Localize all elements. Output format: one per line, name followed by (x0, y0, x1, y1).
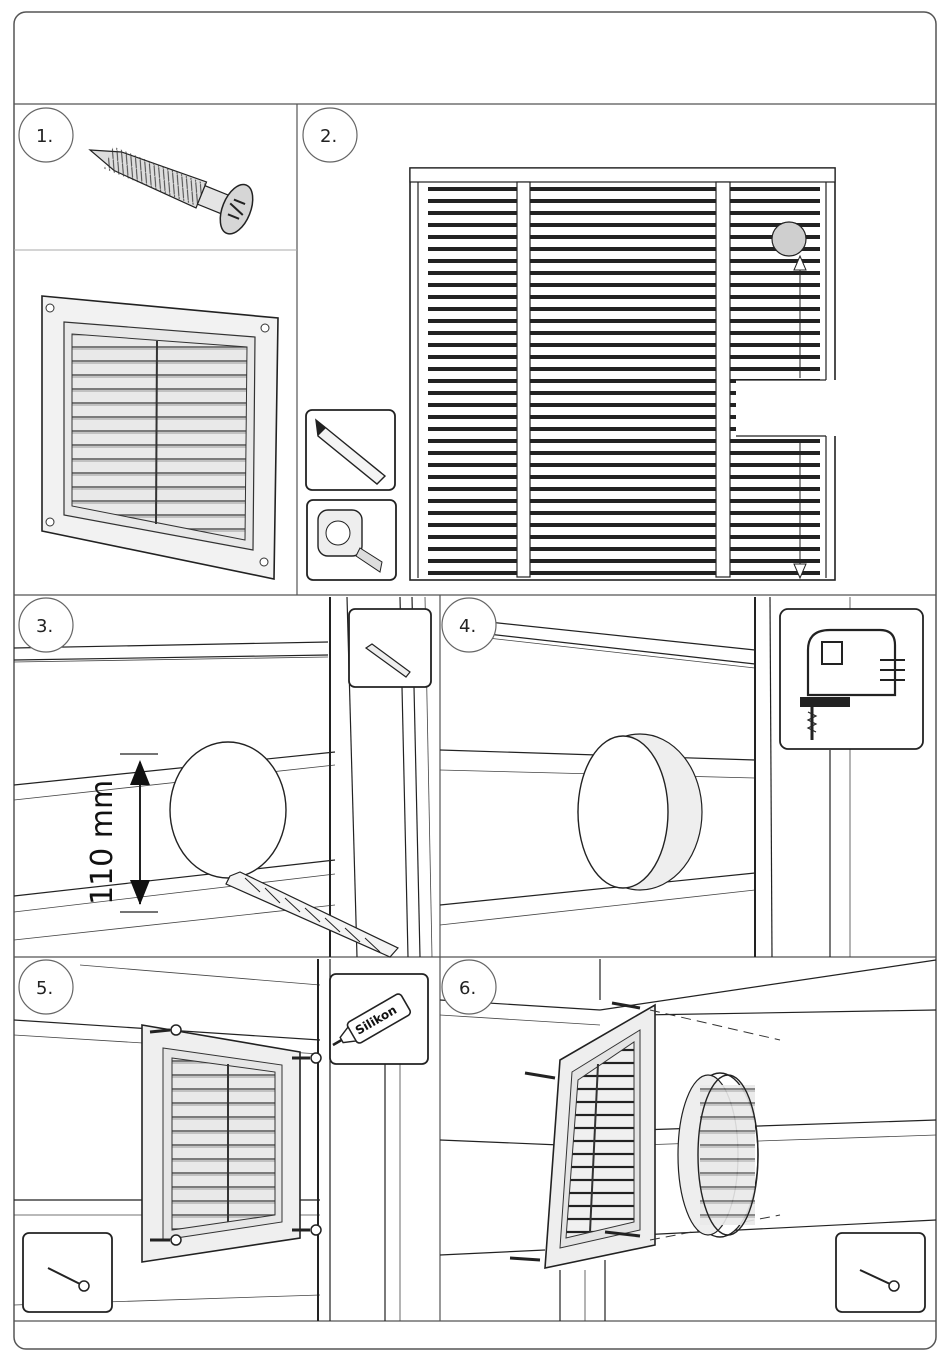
screw-icon (80, 126, 259, 239)
vent-grille (142, 1025, 321, 1262)
step-number-5: 5. (36, 978, 53, 999)
drill-bit (226, 872, 398, 957)
screw-icon (23, 1233, 112, 1312)
step-number-4: 4. (459, 616, 476, 637)
silicone-tube-icon: Silikon (327, 974, 428, 1064)
screw-icon (836, 1233, 925, 1312)
dimension-label: 110 mm (85, 780, 120, 905)
wall-panel-drawing (410, 168, 840, 580)
cut-hole (578, 736, 668, 888)
panel-step-2: 2. (303, 108, 840, 580)
tape-measure-icon (307, 500, 396, 580)
drilled-hole (170, 742, 286, 878)
panel-step-3: 110 mm 3. (14, 597, 432, 957)
panel-step-1: 1. (19, 108, 278, 579)
step-number-1: 1. (36, 126, 53, 147)
vent-grille-icon (42, 296, 278, 579)
hole-marker (772, 222, 806, 256)
step-number-6: 6. (459, 978, 476, 999)
inner-grille (678, 1073, 758, 1237)
panel-step-6: 6. (440, 959, 936, 1321)
panel-step-4: 4. (440, 597, 923, 957)
vent-grille (545, 1005, 655, 1268)
step-number-3: 3. (36, 616, 53, 637)
pencil-icon (306, 410, 395, 490)
panel-step-5: Silikon 5. (14, 959, 428, 1321)
step-number-2: 2. (320, 126, 337, 147)
drill-bit-icon (349, 609, 431, 687)
jigsaw-icon (780, 609, 923, 749)
